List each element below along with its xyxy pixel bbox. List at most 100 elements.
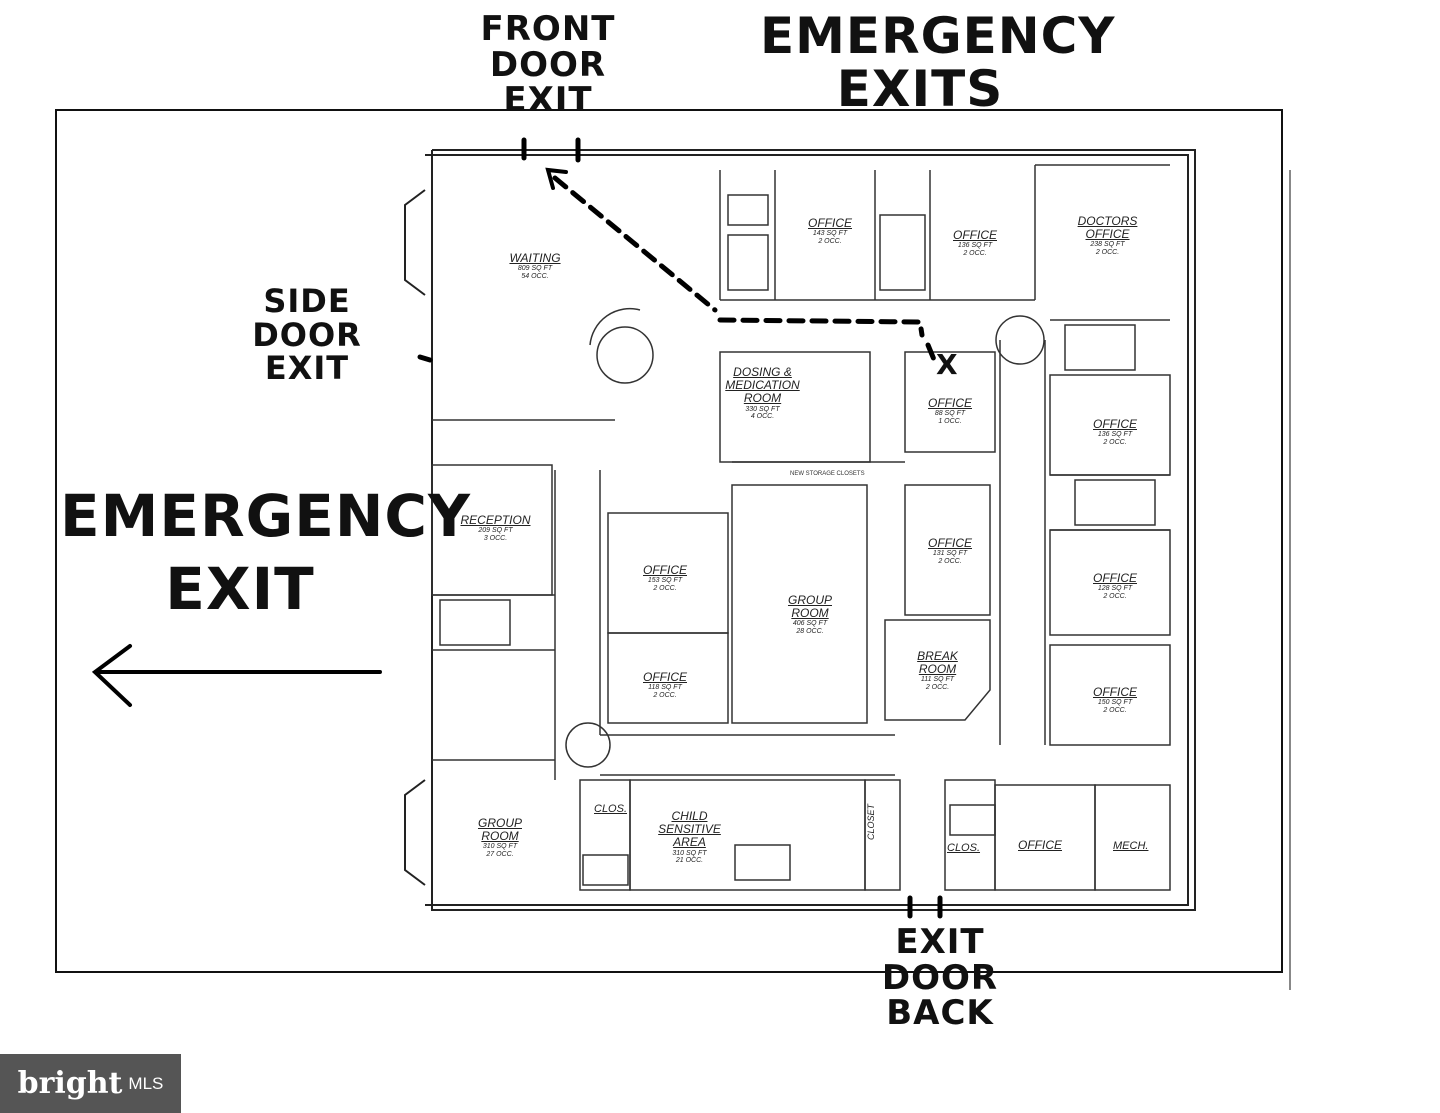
exit-arrow-head [545,167,568,190]
interior-walls [431,164,1171,891]
closet-label: CLOSET [866,803,876,840]
room-doctors-office-area: 238 SQ FT [1090,241,1125,249]
room-office-lower-area: 118 SQ FT [648,684,682,692]
room-dosing: DOSING & MEDICATION ROOM 330 SQ FT 4 OCC… [725,365,800,421]
room-office-mid1-name: OFFICE [643,563,687,577]
room-office-mid2-area: 131 SQ FT [932,550,968,558]
room-child-area-occ: 21 OCC. [675,857,704,865]
watermark-brand: bright [17,1066,123,1101]
room-group-left-name: GROUP ROOM [477,816,522,844]
room-office-mid1-occ: 2 OCC. [653,584,677,592]
room-office-small: OFFICE 88 SQ FT 1 OCC. [920,396,980,426]
room-office-top1-area: 143 SQ FT [812,230,848,238]
door-markers [417,137,943,919]
emergency-exits-line-1: EMERGENCY [760,7,1116,65]
room-office-top2: OFFICE 136 SQ FT 2 OCC. [940,228,1010,258]
room-waiting-area: 809 SQ FT [517,265,553,273]
room-group-center-occ: 28 OCC. [796,628,824,636]
exit-door-back-line-1: EXIT [895,922,985,962]
room-group-left-area: 310 SQ FT [482,843,518,851]
room-dosing-name: DOSING & MEDICATION ROOM [725,365,800,406]
bright-mls-watermark: bright MLS [0,1054,181,1113]
room-office-right2-area: 128 SQ FT [1097,585,1133,593]
side-door-exit-label: SIDE DOOR EXIT [252,282,362,388]
mech-label: MECH. [1113,840,1149,852]
emergency-exits-label: EMERGENCY EXITS [760,7,1116,115]
room-office-right2-occ: 2 OCC. [1103,592,1127,600]
room-office-top1-name: OFFICE [808,216,852,230]
room-group-center-name: GROUP ROOM [787,593,832,621]
room-break-occ: 2 OCC. [925,684,950,692]
emergency-exit-line-2: EXIT [165,554,315,623]
room-group-left-occ: 27 OCC. [486,851,514,859]
room-office-mid1-area: 153 SQ FT [647,577,683,585]
room-office-right2-name: OFFICE [1093,571,1137,585]
front-door-exit-label: FRONT DOOR EXIT [478,9,618,121]
room-waiting: WAITING 809 SQ FT 54 OCC. [495,251,575,281]
exit-route [552,175,938,365]
room-office-right1: OFFICE 136 SQ FT 2 OCC. [1080,417,1150,447]
front-door-line-3: EXIT [503,80,593,121]
room-office-top1-occ: 2 OCC. [818,237,842,245]
room-office-small-name: OFFICE [928,396,972,410]
room-office-top1: OFFICE 143 SQ FT 2 OCC. [790,216,870,246]
new-storage-note: NEW STORAGE CLOSETS [790,471,865,477]
room-group-center-area: 406 SQ FT [792,620,828,628]
side-door-line-1: SIDE [263,282,351,320]
room-doctors-office-occ: 2 OCC. [1095,249,1120,257]
room-break-name: BREAK ROOM [917,649,958,677]
room-reception-occ: 3 OCC. [483,534,508,542]
room-office-right3: OFFICE 150 SQ FT 2 OCC. [1080,685,1150,715]
room-dosing-occ: 4 OCC. [750,413,775,421]
room-child-area-name: CHILD SENSITIVE AREA [658,809,721,850]
room-office-right1-name: OFFICE [1093,417,1137,431]
room-office-lower: OFFICE 118 SQ FT 2 OCC. [630,670,700,700]
x-mark: X [936,348,959,381]
room-doctors-office: DOCTORS OFFICE 238 SQ FT 2 OCC. [1070,214,1145,257]
room-group-center: GROUP ROOM 406 SQ FT 28 OCC. [775,593,845,636]
room-dosing-area: 330 SQ FT [745,405,780,413]
room-waiting-name: WAITING [509,251,561,265]
clos-left-label: CLOS. [594,803,628,815]
front-door-line-2: DOOR [489,44,607,85]
room-office-lower-name: OFFICE [643,670,687,684]
watermark-mls: MLS [128,1073,164,1093]
room-office-bottom-name: OFFICE [1018,838,1062,852]
room-office-small-area: 88 SQ FT [934,410,966,418]
building-walls [404,149,1196,911]
side-door-line-2: DOOR [252,315,362,354]
room-office-top2-name: OFFICE [953,228,997,242]
room-office-right3-occ: 2 OCC. [1103,706,1127,714]
emergency-exit-line-1: EMERGENCY [60,482,471,550]
room-break-area: 111 SQ FT [920,676,955,684]
room-child-area: CHILD SENSITIVE AREA 310 SQ FT 21 OCC. [652,809,727,865]
room-office-top2-occ: 2 OCC. [963,249,987,257]
room-office-right3-name: OFFICE [1093,685,1137,699]
room-office-small-occ: 1 OCC. [938,417,962,425]
room-office-mid1: OFFICE 153 SQ FT 2 OCC. [630,563,700,593]
room-group-left: GROUP ROOM 310 SQ FT 27 OCC. [470,816,530,859]
room-office-lower-occ: 2 OCC. [653,691,677,699]
room-office-right1-occ: 2 OCC. [1103,438,1127,446]
emergency-exit-label: EMERGENCY EXIT [60,480,471,625]
sheet-border [55,109,1283,973]
exit-door-back-label: EXIT DOOR BACK [870,922,1010,1034]
clos-right-label: CLOS. [947,842,981,854]
room-doctors-office-name: DOCTORS OFFICE [1077,214,1138,242]
room-office-mid2-name: OFFICE [928,536,972,550]
exit-door-back-line-3: BACK [886,993,994,1034]
room-office-right3-area: 150 SQ FT [1097,699,1133,707]
room-reception-name: RECEPTION [460,513,531,527]
side-door-line-3: EXIT [264,349,350,388]
room-office-bottom: OFFICE [1010,838,1070,852]
room-break: BREAK ROOM 111 SQ FT 2 OCC. [905,649,970,692]
room-reception-area: 209 SQ FT [478,527,513,535]
room-office-mid2-occ: 2 OCC. [938,557,962,565]
room-office-right1-area: 136 SQ FT [1097,431,1133,439]
room-waiting-occ: 54 OCC. [521,272,549,280]
room-reception: RECEPTION 209 SQ FT 3 OCC. [458,513,533,543]
room-office-right2: OFFICE 128 SQ FT 2 OCC. [1080,571,1150,601]
front-door-line-1: FRONT [480,9,616,49]
room-office-top2-area: 136 SQ FT [957,242,993,250]
